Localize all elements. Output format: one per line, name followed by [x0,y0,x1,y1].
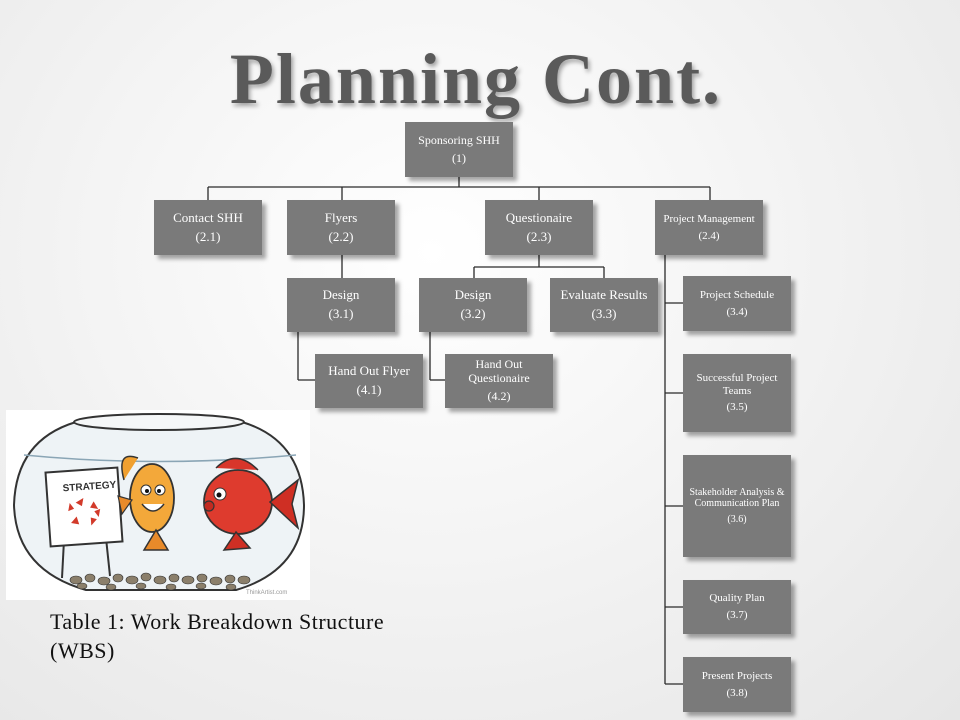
wbs-node-name: Successful Project Teams [696,372,778,397]
wbs-node-3-8: Present Projects (3.8) [683,657,791,712]
wbs-node-4-2: Hand Out Questionaire (4.2) [445,354,553,408]
wbs-node-name: Project Management [663,212,755,225]
wbs-node-code: (1) [452,150,466,165]
wbs-node-name: Project Schedule [699,288,775,301]
table-caption: Table 1: Work Breakdown Structure (WBS) [50,609,385,663]
wbs-node-code: (3.3) [591,306,617,321]
wbs-node-code: (2.1) [195,228,221,244]
wbs-node-code: (4.2) [487,388,511,403]
wbs-node-name: Flyers [324,209,358,225]
wbs-node-3-1: Design (3.1) [287,278,395,332]
wbs-node-3-5: Successful Project Teams (3.5) [683,354,791,432]
red-fish [203,457,300,551]
wbs-node-code: (3.2) [460,306,486,321]
wbs-node-name: Quality Plan [709,592,765,605]
wbs-node-3-7: Quality Plan (3.7) [683,580,791,634]
wbs-node-3-3: Evaluate Results (3.3) [550,278,658,332]
wbs-node-name: Hand Out Questionaire [468,357,530,386]
wbs-node-name: Sponsoring SHH [418,132,500,147]
wbs-node-name: Present Projects [701,669,773,682]
wbs-node-name: Questionaire [505,209,573,225]
wbs-node-name: Contact SHH [173,209,243,225]
wbs-node-name: Hand Out Flyer [328,363,410,379]
wbs-node-3-2: Design (3.2) [419,278,527,332]
wbs-node-3-4: Project Schedule (3.4) [683,276,791,331]
wbs-node-code: (4.1) [356,382,382,397]
wbs-node-2-2: Flyers (2.2) [287,200,395,255]
wbs-node-code: (3.6) [727,513,747,525]
wbs-node-code: (2.3) [526,228,552,244]
wbs-node-3-6: Stakeholder Analysis & Communication Pla… [683,455,791,557]
wbs-node-code: (3.1) [328,306,354,321]
wbs-node-code: (3.8) [726,686,748,699]
watermark-text: ThinkArtist.com [246,590,287,596]
sign-text: STRATEGY [62,480,117,495]
wbs-node-name: Evaluate Results [560,287,648,303]
wbs-node-code: (3.5) [726,401,748,414]
wbs-node-4-1: Hand Out Flyer (4.1) [315,354,423,408]
wbs-node-name: Design [454,287,492,303]
strategy-sign: STRATEGY [44,466,124,579]
wbs-node-name: Design [322,287,360,303]
wbs-node-name: Stakeholder Analysis & Communication Pla… [689,486,785,510]
fishbowl-illustration: STRATEGY ThinkArtist.com [6,410,310,600]
wbs-node-2-1: Contact SHH (2.1) [154,200,262,255]
wbs-node-code: (3.7) [726,609,748,621]
slide-title: Planning Cont. [229,39,723,119]
wbs-node-2-3: Questionaire (2.3) [485,200,593,255]
wbs-node-code: (3.4) [726,305,748,318]
wbs-node-code: (2.4) [698,229,720,242]
wbs-node-2-4: Project Management (2.4) [655,200,763,255]
orange-fish [117,455,175,551]
gravel [69,572,251,591]
wbs-node-1: Sponsoring SHH (1) [405,122,513,177]
wbs-node-code: (2.2) [328,228,354,244]
